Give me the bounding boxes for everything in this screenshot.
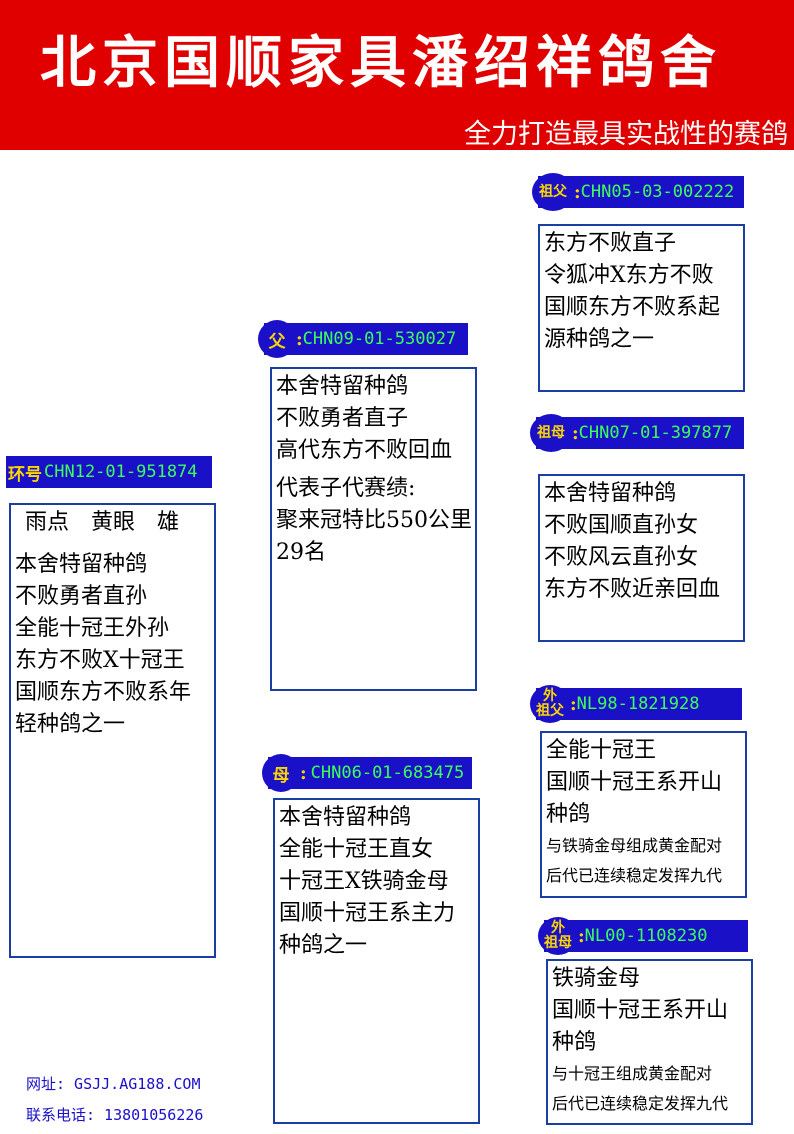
pgf-line: 令狐冲X东方不败 (544, 263, 714, 288)
pgm-line: 本舍特留种鸽 (544, 481, 677, 506)
mgm-ring-number: NL00-1108230 (584, 926, 708, 946)
separator: : (570, 693, 577, 715)
self-label: 环号 (8, 464, 42, 485)
mother-line: 种鸽之一 (279, 933, 368, 958)
separator: : (296, 328, 303, 350)
mother-ring-tag: 母 : CHN06-01-683475 (262, 754, 472, 792)
mgm-small-line: 后代已连续稳定发挥九代 (552, 1094, 729, 1113)
page-title: 北京国顺家具潘绍祥鸽舍 (40, 30, 722, 96)
pgf-label: 祖父 (532, 173, 574, 211)
mother-line: 本舍特留种鸽 (279, 805, 412, 830)
mother-line: 全能十冠王直女 (279, 837, 434, 862)
mgf-line: 国顺十冠王系开山 (546, 770, 723, 795)
website-link[interactable]: 网址: GSJJ.AG188.COM (26, 1075, 201, 1093)
mgm-label-bottom: 祖母 (544, 935, 572, 951)
mother-label: 母 (262, 754, 300, 792)
mgm-label-top: 外 (551, 920, 565, 936)
mgm-line: 种鸽 (552, 1030, 597, 1055)
mother-ring-number: CHN06-01-683475 (310, 763, 465, 783)
mgf-small-line: 后代已连续稳定发挥九代 (546, 866, 723, 885)
pgf-ring-tag: 祖父 : CHN05-03-002222 (532, 173, 744, 211)
mgm-ring-tag: 外 祖母 : NL00-1108230 (538, 917, 748, 955)
pgf-line: 东方不败直子 (544, 231, 677, 256)
self-line: 东方不败X十冠王 (15, 648, 185, 673)
mgm-info-box: 铁骑金母 国顺十冠王系开山 种鸽 与十冠王组成黄金配对 后代已连续稳定发挥九代 (546, 959, 753, 1125)
mgm-label: 外 祖母 (538, 917, 578, 955)
pgf-line: 源种鸽之一 (544, 327, 655, 352)
self-ring-tag: 环号 CHN12-01-951874 (6, 456, 212, 488)
pgm-ring-tag: 祖母 : CHN07-01-397877 (530, 414, 744, 452)
mgf-info-box: 全能十冠王 国顺十冠王系开山 种鸽 与铁骑金母组成黄金配对 后代已连续稳定发挥九… (540, 731, 747, 898)
pgm-ring-number: CHN07-01-397877 (578, 423, 733, 443)
pgm-line: 不败国顺直孙女 (544, 513, 699, 538)
slogan: 全力打造最具实战性的赛鸽 (464, 119, 788, 150)
pgm-info-box: 本舍特留种鸽 不败国顺直孙女 不败风云直孙女 东方不败近亲回血 (538, 474, 745, 642)
self-line: 国顺东方不败系年 (15, 680, 192, 705)
father-line: 代表子代赛绩: (276, 476, 416, 501)
pgm-label: 祖母 (530, 414, 572, 452)
mgf-label: 外 祖父 (530, 685, 570, 723)
father-info-box: 本舍特留种鸽 不败勇者直子 高代东方不败回血 代表子代赛绩: 聚来冠特比550公… (270, 367, 477, 691)
mgf-ring-number: NL98-1821928 (576, 694, 700, 714)
self-line: 轻种鸽之一 (15, 712, 126, 737)
father-ring-number: CHN09-01-530027 (302, 329, 457, 349)
mgf-ring-tag: 外 祖父 : NL98-1821928 (530, 685, 742, 723)
self-line: 全能十冠王外孙 (15, 616, 170, 641)
father-ring-tag: 父 : CHN09-01-530027 (258, 320, 468, 358)
father-line: 高代东方不败回血 (276, 438, 453, 463)
pgf-ring-number: CHN05-03-002222 (580, 182, 735, 202)
separator: : (574, 181, 581, 203)
separator: : (300, 762, 307, 784)
separator: : (578, 925, 585, 947)
pgm-line: 不败风云直孙女 (544, 545, 699, 570)
mgf-label-bottom: 祖父 (536, 703, 564, 719)
mgm-line: 国顺十冠王系开山 (552, 998, 729, 1023)
mother-line: 十冠王X铁骑金母 (279, 869, 449, 894)
mgm-line: 铁骑金母 (552, 966, 641, 991)
self-ring-number: CHN12-01-951874 (44, 462, 198, 482)
self-line: 不败勇者直孙 (15, 584, 148, 609)
mother-info-box: 本舍特留种鸽 全能十冠王直女 十冠王X铁骑金母 国顺十冠王系主力 种鸽之一 (273, 798, 480, 1124)
mgm-small-line: 与十冠王组成黄金配对 (552, 1064, 713, 1083)
header-banner: 北京国顺家具潘绍祥鸽舍 全力打造最具实战性的赛鸽 (0, 0, 794, 150)
self-line: 本舍特留种鸽 (15, 552, 148, 577)
father-line: 不败勇者直子 (276, 406, 409, 431)
mgf-small-line: 与铁骑金母组成黄金配对 (546, 836, 723, 855)
pgm-line: 东方不败近亲回血 (544, 577, 721, 602)
pgf-line: 国顺东方不败系起 (544, 295, 721, 320)
mgf-label-top: 外 (543, 688, 557, 704)
self-info-box: 雨点 黄眼 雄 本舍特留种鸽 不败勇者直孙 全能十冠王外孙 东方不败X十冠王 国… (9, 503, 216, 958)
mgf-line: 全能十冠王 (546, 738, 657, 763)
self-attrs: 雨点 黄眼 雄 (25, 510, 180, 535)
phone-number: 联系电话: 13801056226 (26, 1106, 204, 1124)
mother-line: 国顺十冠王系主力 (279, 901, 456, 926)
father-line: 29名 (276, 540, 326, 565)
father-label: 父 (258, 320, 296, 358)
father-line: 本舍特留种鸽 (276, 374, 409, 399)
pgf-info-box: 东方不败直子 令狐冲X东方不败 国顺东方不败系起 源种鸽之一 (538, 224, 745, 392)
mgf-line: 种鸽 (546, 802, 591, 827)
father-line: 聚来冠特比550公里 (276, 508, 472, 533)
separator: : (572, 422, 579, 444)
